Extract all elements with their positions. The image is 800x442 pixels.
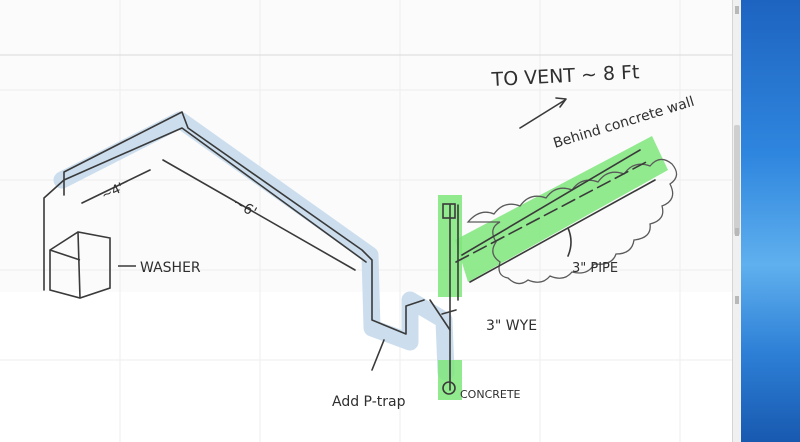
pipe-run-highlight [455,136,668,282]
scroll-marker [735,296,739,304]
vent-cap-fitting [442,203,456,219]
label-concrete: CONCRETE [460,388,521,401]
cleanout-fitting [442,381,456,395]
chevron-down-icon[interactable] [735,228,739,236]
label-dim-6: ~6' [230,195,259,221]
label-wye: 3" WYE [486,318,537,334]
label-to-vent: TO VENT ~ 8 Ft [490,61,640,91]
drain-highlight [53,111,455,381]
pencil-strokes [43,97,656,391]
chevron-up-icon[interactable] [735,6,739,14]
behind-wall-outline [466,158,678,285]
label-ptrap: Add P-trap [332,394,406,410]
label-pipe: 3" PIPE [572,261,618,276]
vertical-scrollbar[interactable] [732,0,741,442]
desktop-background [741,0,800,442]
plumbing-sketch: TO VENT ~ 8 Ft Behind concrete wall ~4' … [0,0,732,442]
label-behind-wall: Behind concrete wall [551,94,696,152]
washer-sketch [49,231,136,299]
label-washer: WASHER [140,260,201,276]
scroll-thumb[interactable] [734,125,740,235]
